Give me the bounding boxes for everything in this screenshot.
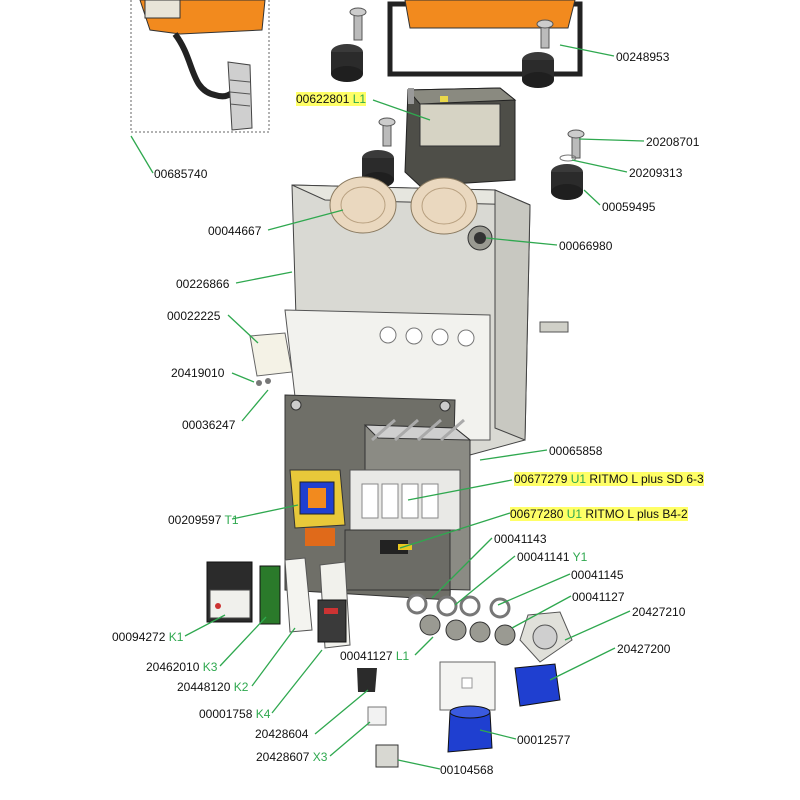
- inverter-unit: [344, 418, 472, 591]
- label-00041145: 00041145: [571, 568, 624, 582]
- label-00685740: 00685740: [154, 167, 208, 181]
- label-00041127-b: 00041127 L1: [340, 649, 410, 663]
- label-20428604: 20428604: [255, 727, 309, 741]
- cream-caps: [329, 176, 493, 251]
- label-20419010: 20419010: [171, 366, 225, 380]
- label-00226866: 00226866: [176, 277, 230, 291]
- inset-remote-panel: [130, 0, 270, 133]
- choke-transformer: [404, 87, 517, 187]
- label-00066980: 00066980: [559, 239, 613, 253]
- rubber-mounts: [331, 7, 585, 200]
- label-20462010: 20462010 K3: [146, 660, 218, 674]
- label-00041127-a: 00041127: [572, 590, 625, 604]
- label-00001758: 00001758 K4: [199, 707, 271, 721]
- cable-glands: [406, 593, 516, 646]
- label-00677279: 00677279 U1 RITMO L plus SD 6-3: [514, 472, 704, 486]
- contactors: [206, 557, 351, 649]
- label-20428607: 20428607 X3: [256, 750, 328, 764]
- label-00036247: 00036247: [182, 418, 236, 432]
- label-00209597: 00209597 T1: [168, 513, 239, 527]
- label-00094272: 00094272 K1: [112, 630, 184, 644]
- label-00059495: 00059495: [602, 200, 656, 214]
- label-20427210: 20427210: [632, 605, 686, 619]
- label-00022225: 00022225: [167, 309, 221, 323]
- label-20208701: 20208701: [646, 135, 700, 149]
- label-00012577: 00012577: [517, 733, 571, 747]
- label-20209313: 20209313: [629, 166, 683, 180]
- label-00041143: 00041143: [494, 532, 547, 546]
- orange-cover-with-gasket: [387, 0, 583, 77]
- label-00104568: 00104568: [440, 763, 494, 777]
- leader-lines: [130, 44, 645, 770]
- label-20448120: 20448120 K2: [177, 680, 249, 694]
- label-00065858: 00065858: [549, 444, 603, 458]
- label-00041141: 00041141 Y1: [517, 550, 588, 564]
- sockets-plugs: [357, 611, 573, 768]
- control-transformer: [289, 469, 346, 546]
- label-00248953: 00248953: [616, 50, 670, 64]
- label-00622801: 00622801 L1: [296, 92, 367, 106]
- label-20427200: 20427200: [617, 642, 671, 656]
- label-00677280: 00677280 U1 RITMO L plus B4-2: [510, 507, 688, 521]
- terminal-block: [249, 332, 293, 386]
- label-00044667: 00044667: [208, 224, 262, 238]
